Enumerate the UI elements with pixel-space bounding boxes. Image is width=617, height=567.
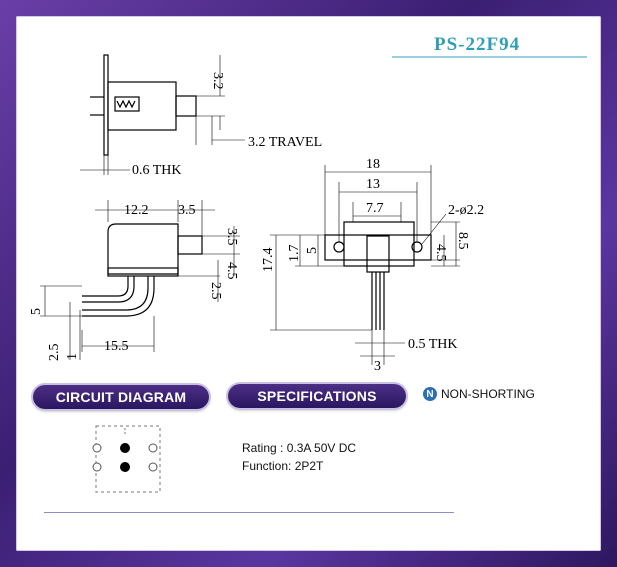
dim-3: 3 <box>374 359 381 374</box>
dim-4-5-right: 4.5 <box>433 244 448 262</box>
dim-2-5-bottom: 2.5 <box>47 344 62 362</box>
spec-rating: Rating : 0.3A 50V DC <box>242 441 357 455</box>
dim-3-2-height: 3.2 <box>210 72 225 90</box>
circuit-diagram-header: CIRCUIT DIAGRAM <box>33 385 209 409</box>
dim-1-7: 1.7 <box>287 245 302 263</box>
dim-5-mid: 5 <box>305 247 320 254</box>
contact-3 <box>92 462 102 472</box>
spec-function: Function: 2P2T <box>242 459 324 473</box>
part-number-title: PS-22F94 <box>434 34 520 55</box>
dim-3-5-side: 3.5 <box>224 228 239 246</box>
dim-12-2: 12.2 <box>124 203 149 218</box>
dim-13: 13 <box>366 177 380 192</box>
dim-1: 1 <box>65 353 80 360</box>
side-view <box>40 200 240 360</box>
dim-15-5: 15.5 <box>104 339 129 354</box>
dim-0-6-thk: 0.6 THK <box>132 163 182 178</box>
top-side-view <box>80 54 245 175</box>
common-2 <box>120 462 130 472</box>
dim-8-5: 8.5 <box>455 232 470 250</box>
circuit-diagram <box>92 425 161 493</box>
contact-4 <box>148 462 158 472</box>
dim-hole-dia: 2-ø2.2 <box>448 203 484 218</box>
dim-0-5-thk: 0.5 THK <box>408 337 458 352</box>
contact-1 <box>92 443 102 453</box>
specifications-header: SPECIFICATIONS <box>228 384 406 408</box>
dim-18: 18 <box>366 157 380 172</box>
dim-2-5-left: 2.5 <box>208 282 223 300</box>
dim-7-7: 7.7 <box>366 201 384 216</box>
dim-travel: 3.2 TRAVEL <box>248 135 322 150</box>
drawing-sheet <box>16 16 601 551</box>
non-shorting-label: N NON-SHORTING <box>423 387 535 401</box>
dim-5-left: 5 <box>29 308 44 315</box>
dim-3-5-top: 3.5 <box>178 203 196 218</box>
dim-4-5-left: 4.5 <box>224 262 239 280</box>
non-shorting-text: NON-SHORTING <box>441 387 535 401</box>
contact-2 <box>148 443 158 453</box>
front-view <box>270 165 460 365</box>
non-shorting-icon: N <box>423 387 437 401</box>
common-1 <box>120 443 130 453</box>
dim-17-4: 17.4 <box>261 248 276 273</box>
footer-rule <box>44 512 454 513</box>
